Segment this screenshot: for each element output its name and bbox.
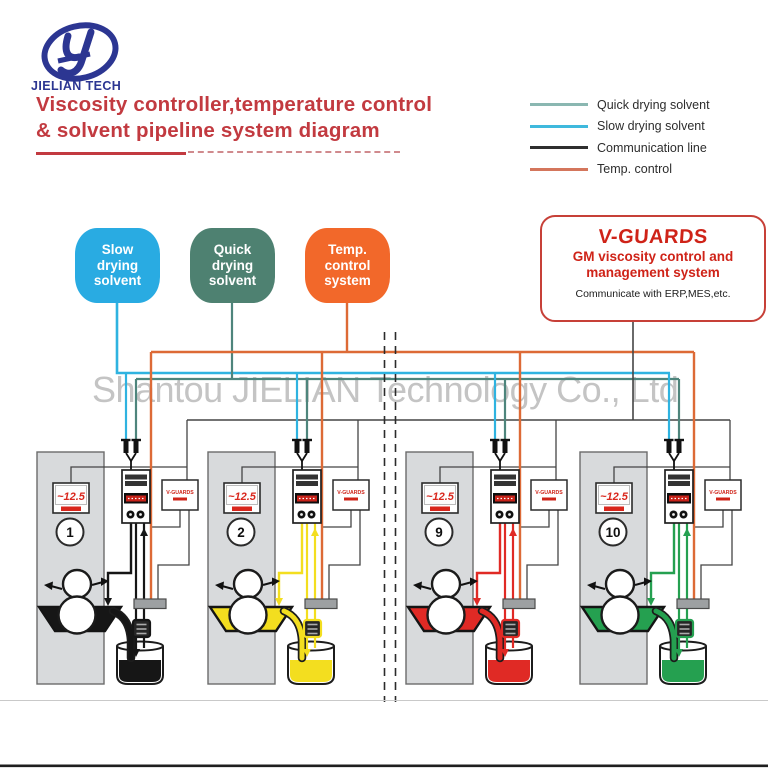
legend-row-quick: Quick drying solvent <box>530 94 710 116</box>
viscosity-controller <box>664 469 694 524</box>
unit-number: 2 <box>237 525 245 540</box>
pipe-buses <box>115 300 730 421</box>
quick-drying-solvent-tank: Quick drying solvent <box>190 228 275 303</box>
viscosity-management-box: V-GUARDS GM viscosity control and manage… <box>540 215 766 322</box>
viscosity-value: ~12.5 <box>228 491 257 503</box>
legend-row-temp: Temp. control <box>530 159 710 181</box>
ink-bucket <box>116 640 164 685</box>
unit-number-circle <box>226 517 256 547</box>
title-underline <box>36 152 186 155</box>
solvent-valve-icon <box>490 438 510 470</box>
gateway-logo: V-GUARDS <box>709 490 737 496</box>
watermark-text: Shantou JIELIAN Technology Co., Ltd <box>92 369 679 410</box>
roller <box>426 595 466 635</box>
section-break-lines <box>383 332 397 702</box>
viscosity-value: ~12.5 <box>57 491 86 503</box>
roller <box>61 568 93 600</box>
unit-number: 1 <box>66 525 74 540</box>
legend-row-comm: Communication line <box>530 137 710 159</box>
slow-solvent-bus <box>115 300 670 375</box>
gateway-logo: V-GUARDS <box>166 490 194 496</box>
machine-unit-10: ~12.5 10 V-GUARDS <box>579 352 742 685</box>
legend-label: Quick drying solvent <box>597 97 710 112</box>
ink-pump <box>674 618 695 639</box>
mgmt-line2: management system <box>586 265 720 280</box>
viscosity-display: ~12.5 <box>52 482 90 514</box>
vguard-gateway-box: V-GUARDS <box>530 479 568 511</box>
roller <box>430 568 462 600</box>
slow-drying-solvent-tank: Slow drying solvent <box>75 228 160 303</box>
slow-drying-line-swatch <box>530 124 588 128</box>
ink-pump <box>131 618 152 639</box>
page-title-line2: & solvent pipeline system diagram <box>36 119 380 142</box>
ink-bucket <box>485 640 533 685</box>
viscosity-controller <box>121 469 151 524</box>
heater-platform <box>676 598 710 610</box>
mgmt-subtitle: Communicate with ERP,MES,etc. <box>575 288 731 300</box>
communication-line-swatch <box>530 146 588 150</box>
viscosity-value: ~12.5 <box>600 491 629 503</box>
viscosity-controller <box>490 469 520 524</box>
roller <box>232 568 264 600</box>
ink-pump <box>302 618 323 639</box>
vguards-logo: V-GUARDS <box>597 226 709 248</box>
unit-number-circle <box>55 517 85 547</box>
legend-label: Communication line <box>597 140 707 155</box>
jielian-logo-icon <box>41 22 119 82</box>
viscosity-display: ~12.5 <box>595 482 633 514</box>
gateway-logo: V-GUARDS <box>337 490 365 496</box>
vguard-gateway-box: V-GUARDS <box>161 479 199 511</box>
vguard-gateway-box: V-GUARDS <box>332 479 370 511</box>
solvent-valve-icon <box>664 438 684 470</box>
brand-name: JIELIAN TECH <box>31 79 122 93</box>
unit-number: 10 <box>605 525 620 540</box>
legend-row-slow: Slow drying solvent <box>530 116 710 138</box>
quick-drying-line-swatch <box>530 103 588 107</box>
mgmt-line1: GM viscosity control and <box>572 249 734 264</box>
legend-label: Temp. control <box>597 162 673 177</box>
solvent-valve-icon <box>292 438 312 470</box>
viscosity-controller <box>292 469 322 524</box>
unit-number: 9 <box>435 525 443 540</box>
page-title: Viscosity controller,temperature control… <box>36 92 432 144</box>
legend-label: Slow drying solvent <box>597 119 705 134</box>
ink-pump <box>500 618 521 639</box>
temp-control-system-tank: Temp. control system <box>305 228 390 303</box>
machine-unit-2: ~12.5 2 V-GUARDS <box>207 352 370 685</box>
roller <box>604 568 636 600</box>
viscosity-value: ~12.5 <box>426 491 455 503</box>
viscosity-display: ~12.5 <box>421 482 459 514</box>
unit-number-circle <box>598 517 628 547</box>
page-title-line1: Viscosity controller,temperature control <box>36 93 433 116</box>
heater-platform <box>133 598 167 610</box>
title-underline-dashed <box>188 150 400 153</box>
heater-platform <box>502 598 536 610</box>
roller <box>228 595 268 635</box>
press-body <box>207 451 276 685</box>
ink-bucket <box>659 640 707 685</box>
unit-number-circle <box>424 517 454 547</box>
gateway-logo: V-GUARDS <box>535 490 563 496</box>
heater-platform <box>304 598 338 610</box>
legend: Quick drying solvent Slow drying solvent… <box>530 94 710 180</box>
ink-bucket <box>287 640 335 685</box>
machine-unit-9: ~12.5 9 V-GUARDS <box>405 352 568 685</box>
viscosity-display: ~12.5 <box>223 482 261 514</box>
solvent-valve-icon <box>121 438 141 470</box>
vguard-gateway-box: V-GUARDS <box>704 479 742 511</box>
machine-unit-1: ~12.5 1 V-GUARDS <box>36 352 199 685</box>
roller <box>600 595 640 635</box>
roller <box>57 595 97 635</box>
temp-control-line-swatch <box>530 167 588 171</box>
